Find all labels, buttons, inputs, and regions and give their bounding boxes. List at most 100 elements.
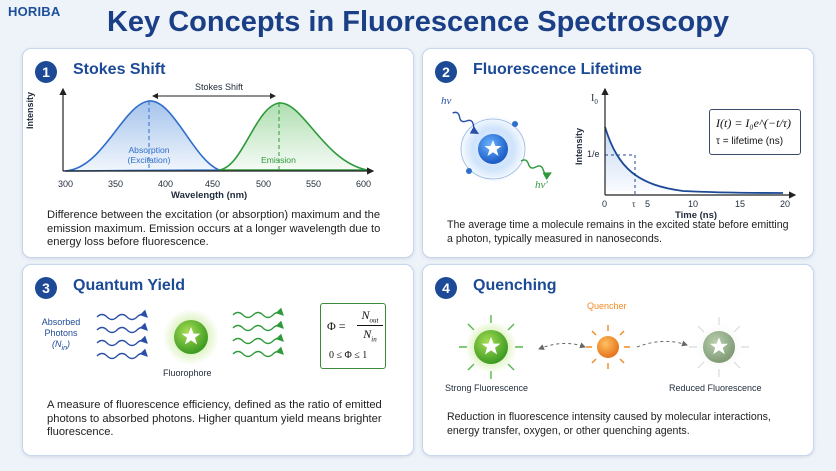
numerator-n: N: [361, 308, 370, 322]
panel-title: Quenching: [473, 277, 557, 294]
star-icon: [484, 140, 502, 156]
emitted-photon-wave: [232, 346, 284, 358]
stokes-shift-chart: [59, 87, 375, 175]
strong-fluorescence-molecule: [459, 315, 523, 379]
x-tick: 450: [205, 179, 221, 189]
absorbed-n: (N: [52, 339, 62, 349]
panel-description: Difference between the excitation (or ab…: [47, 209, 381, 248]
y-top-sub: 0: [594, 98, 598, 106]
absorbed-photon-waves: [96, 309, 148, 360]
reduced-fluorescence-label: Reduced Fluorescence: [669, 383, 762, 393]
x-tick: 550: [306, 179, 322, 189]
absorbed-line3: (Nin): [52, 339, 70, 352]
panel-description: A measure of fluorescence efficiency, de…: [47, 399, 382, 438]
absorbed-photon-wave: [96, 335, 148, 347]
lifetime-illustration: [452, 87, 797, 199]
x-tick: 300: [58, 179, 74, 189]
x-axis-label: Time (ns): [675, 210, 718, 221]
emitted-photon-wave: [232, 333, 284, 345]
panel-title: Fluorescence Lifetime: [473, 61, 642, 78]
star-icon: [181, 327, 201, 345]
x-tick: 350: [108, 179, 124, 189]
absorbed-photon-wave: [96, 322, 148, 334]
x-tick: 10: [688, 199, 699, 209]
formula-phi: Φ =: [327, 319, 346, 333]
absorbed-photon-wave: [96, 348, 148, 360]
y-mid-label: 1/e: [587, 149, 600, 159]
reduced-fluorescence-molecule: [689, 317, 749, 377]
electron-dot: [512, 121, 518, 127]
decay-curve: [604, 126, 784, 194]
y-top-main: I: [591, 93, 595, 104]
quantum-yield-formula-box: Φ = Nout Nin 0 ≤ Φ ≤ 1: [320, 303, 386, 369]
quantum-yield-illustration: [96, 307, 284, 365]
incoming-photon-wave: [452, 111, 480, 135]
page-title: Key Concepts in Fluorescence Spectroscop…: [106, 6, 730, 38]
lifetime-definition: τ = lifetime (ns): [716, 136, 784, 147]
denominator-sub: in: [371, 335, 377, 344]
photon-out-label: hν′: [535, 179, 548, 191]
absorbed-photon-wave: [96, 309, 148, 321]
denominator-n: N: [363, 327, 372, 342]
quencher-rays: [586, 325, 630, 369]
panel-number: 4: [435, 277, 457, 299]
formula-fraction: Nout Nin: [357, 308, 383, 344]
absorption-label: Absorption (Excitation): [121, 145, 177, 165]
panel-quantum-yield: 3 Quantum Yield: [22, 264, 414, 456]
x-axis-label: Wavelength (nm): [171, 190, 248, 201]
panel-title: Quantum Yield: [73, 277, 186, 294]
formula-range: 0 ≤ Φ ≤ 1: [329, 350, 368, 361]
star-icon: [710, 337, 728, 355]
panel-description: Reduction in fluorescence intensity caus…: [447, 411, 771, 437]
panel-fluorescence-lifetime: 2 Fluorescence Lifetime: [422, 48, 814, 258]
x-tick: 15: [735, 199, 746, 209]
absorbed-photons-label: Absorbed Photons (Nin): [33, 317, 89, 354]
panel-number: 2: [435, 61, 457, 83]
interaction-arrow: [538, 342, 586, 350]
strong-fluorescence-label: Strong Fluorescence: [445, 383, 529, 393]
absorbed-sub: in: [61, 344, 67, 352]
lifetime-formula-box: I(t) = I₀e^(−t/τ) τ = lifetime (ns): [709, 109, 801, 155]
absorbed-line2: Photons: [44, 328, 78, 338]
y-axis-label: Intensity: [25, 91, 35, 129]
molecule-orbit: [460, 118, 526, 180]
emitted-photon-wave: [520, 159, 552, 181]
decay-curve-fill: [605, 127, 783, 191]
emitted-photon-waves: [232, 307, 284, 358]
quencher-label: Quencher: [587, 301, 627, 311]
x-tick: 5: [645, 199, 651, 209]
x-tick: 600: [356, 179, 372, 189]
x-tick: 0: [602, 199, 608, 209]
panel-stokes-shift: 1 Stokes Shift Stokes Shift Intensity Ab…: [22, 48, 414, 258]
absorbed-line1: Absorbed: [41, 317, 81, 327]
stokes-shift-label: Stokes Shift: [195, 82, 244, 92]
electron-dot: [466, 168, 472, 174]
panel-quenching: 4 Quenching: [422, 264, 814, 456]
horiba-logo: HORIBA: [8, 4, 61, 19]
fraction-bar: [357, 325, 383, 327]
quencher-molecule: [586, 325, 630, 369]
y-top-label: I0: [591, 93, 598, 106]
emission-curve: [218, 102, 368, 171]
numerator-sub: out: [369, 316, 379, 325]
x-tick: 500: [256, 179, 272, 189]
formula-denominator: Nin: [357, 327, 383, 343]
absorption-label-line1: Absorption: [128, 145, 170, 155]
formula-numerator: Nout: [357, 308, 383, 324]
emitted-photon-wave: [232, 320, 284, 332]
absorption-label-line2: (Excitation): [127, 155, 171, 165]
photon-in-label: hν: [441, 95, 452, 107]
star-icon: [481, 337, 501, 355]
x-tick: 400: [158, 179, 174, 189]
panel-number: 1: [35, 61, 57, 83]
fluorophore-label: Fluorophore: [163, 368, 212, 378]
panel-title: Stokes Shift: [73, 61, 166, 78]
quenching-illustration: [459, 315, 749, 379]
tau-tick: τ: [632, 199, 636, 209]
emission-label: Emission: [261, 155, 296, 165]
lifetime-formula: I(t) = I₀e^(−t/τ): [716, 116, 792, 130]
panel-number: 3: [35, 277, 57, 299]
emitted-photon-wave: [232, 307, 284, 319]
panel-description: The average time a molecule remains in t…: [447, 219, 789, 245]
x-tick: 20: [780, 199, 791, 209]
